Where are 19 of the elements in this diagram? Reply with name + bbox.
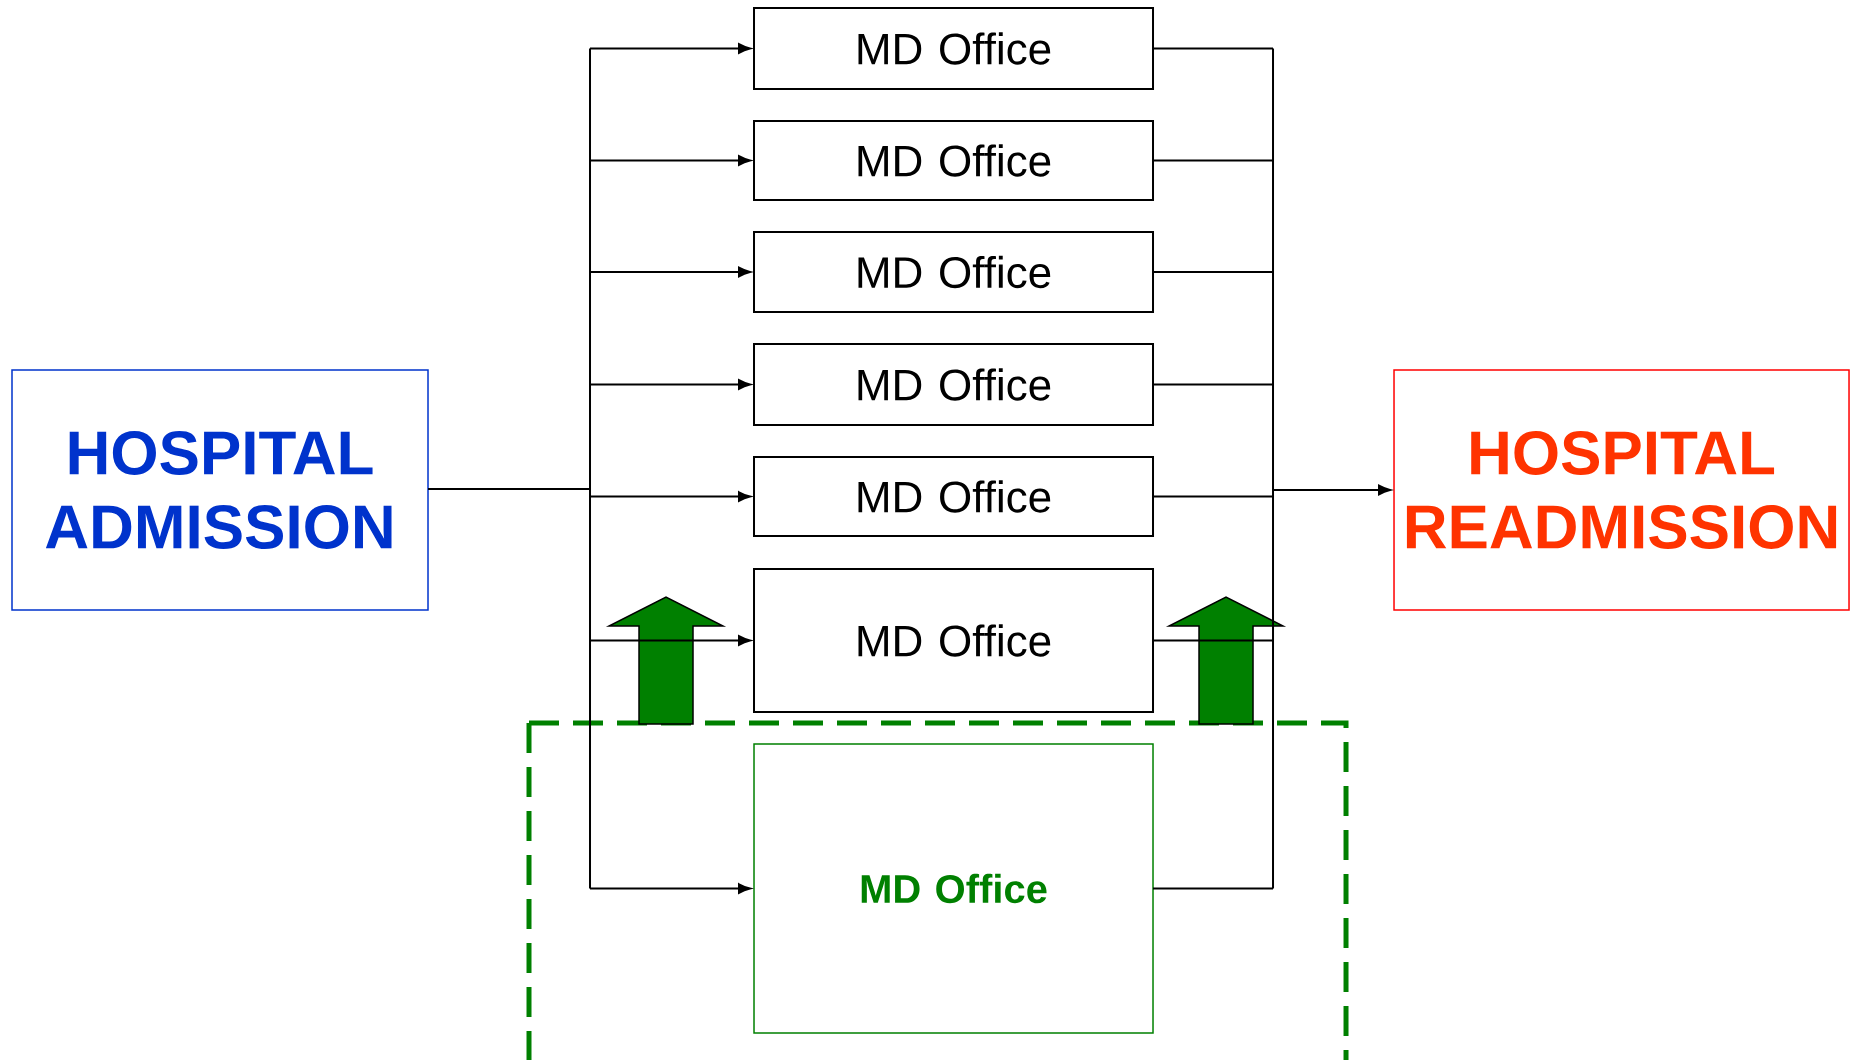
end-box: HOSPITAL READMISSION bbox=[1393, 369, 1850, 611]
connector-arrow bbox=[1272, 47, 1391, 890]
office-box: MD Office bbox=[753, 568, 1154, 713]
start-box: HOSPITAL ADMISSION bbox=[11, 369, 429, 611]
connector-line bbox=[1152, 383, 1274, 386]
connector-line bbox=[427, 47, 591, 890]
office-box: MD Office bbox=[753, 343, 1154, 426]
connector-line bbox=[1152, 495, 1274, 498]
connector-line bbox=[1152, 639, 1274, 642]
connector-arrow bbox=[589, 266, 751, 278]
office-box: MD Office bbox=[753, 231, 1154, 313]
connector-line bbox=[1152, 887, 1274, 890]
office-box: MD Office bbox=[753, 7, 1154, 90]
connector-line bbox=[1152, 159, 1274, 162]
office-box: MD Office bbox=[753, 456, 1154, 537]
office-box: MD Office bbox=[753, 743, 1154, 1034]
office-box: MD Office bbox=[753, 120, 1154, 201]
connector-line bbox=[1152, 271, 1274, 273]
connector-line bbox=[1152, 47, 1274, 50]
